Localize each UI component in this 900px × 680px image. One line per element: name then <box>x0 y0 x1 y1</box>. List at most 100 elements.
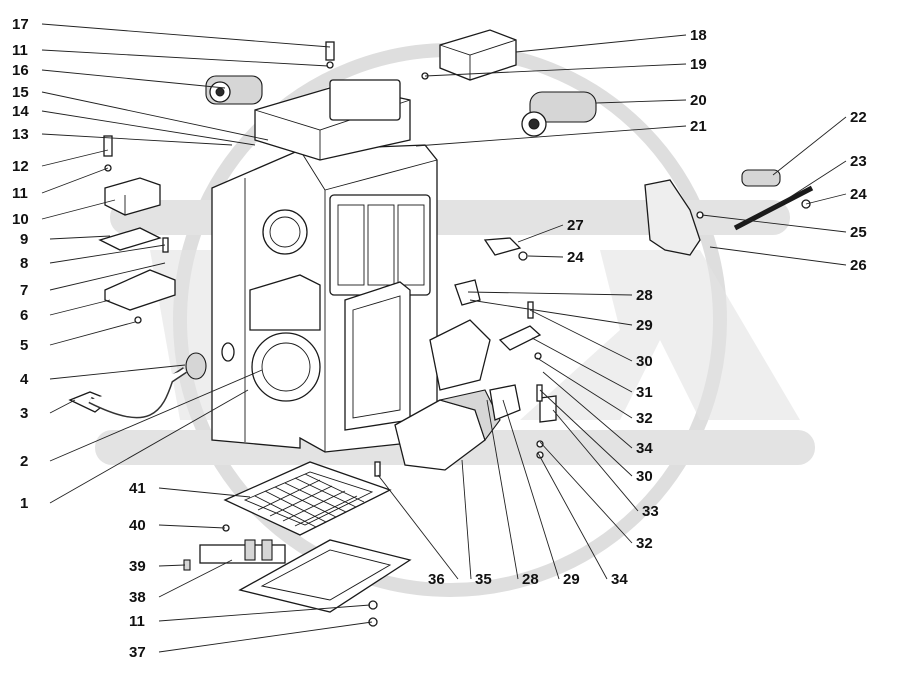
leader-line-7 <box>49 262 166 291</box>
callout-3: 3 <box>20 405 28 422</box>
leader-line-32 <box>536 357 633 419</box>
callout-28: 28 <box>636 287 653 304</box>
callout-26: 26 <box>850 257 867 274</box>
leader-line-12 <box>41 149 109 167</box>
leader-line-14 <box>41 110 256 146</box>
leader-line-41 <box>158 487 251 498</box>
leader-line-23 <box>769 160 847 211</box>
leader-line-6 <box>49 299 111 316</box>
callout-labels: 1711161514131211109876543214140393811373… <box>12 16 867 661</box>
callout-34: 34 <box>611 571 628 588</box>
callout-24: 24 <box>850 186 867 203</box>
leader-line-30 <box>529 309 633 362</box>
side-pump-assembly <box>394 279 557 471</box>
callout-30: 30 <box>636 468 653 485</box>
callout-4: 4 <box>20 371 29 388</box>
callout-11: 11 <box>129 613 145 630</box>
leader-line-15 <box>41 91 269 141</box>
leader-line-28 <box>467 291 633 296</box>
bottom-pan-assembly <box>183 461 412 627</box>
callout-6: 6 <box>20 307 28 324</box>
leader-line-22 <box>772 116 847 176</box>
callout-1: 1 <box>20 495 28 512</box>
callout-22: 22 <box>850 109 867 126</box>
leader-line-34 <box>537 452 608 580</box>
callout-8: 8 <box>20 255 28 272</box>
leader-line-25 <box>701 214 847 233</box>
leader-line-24 <box>805 193 847 205</box>
callout-31: 31 <box>636 384 653 401</box>
callout-40: 40 <box>129 517 146 534</box>
callout-16: 16 <box>12 62 29 79</box>
callout-9: 9 <box>20 231 28 248</box>
leader-line-20 <box>595 99 687 104</box>
leader-line-27 <box>517 224 564 243</box>
leader-line-31 <box>531 337 633 393</box>
pipe-assembly <box>68 342 235 419</box>
callout-7: 7 <box>20 282 28 299</box>
leader-line-37 <box>158 621 373 653</box>
callout-11: 11 <box>12 185 28 202</box>
leader-line-3 <box>49 399 76 414</box>
leader-line-24 <box>527 255 564 258</box>
leader-lines <box>41 23 847 653</box>
callout-33: 33 <box>642 503 659 520</box>
callout-10: 10 <box>12 211 29 228</box>
top-cover-assembly <box>205 41 411 161</box>
watermark-logo <box>95 43 815 597</box>
callout-29: 29 <box>563 571 580 588</box>
valve-block-20 <box>421 72 597 137</box>
callout-20: 20 <box>690 92 707 109</box>
leader-line-39 <box>158 564 186 567</box>
leader-line-19 <box>424 63 687 77</box>
main-housing <box>211 144 438 453</box>
leader-line-8 <box>49 244 166 264</box>
callout-28: 28 <box>522 571 539 588</box>
callout-13: 13 <box>12 126 29 143</box>
leader-line-34 <box>542 371 633 449</box>
leader-line-9 <box>49 235 111 240</box>
callout-29: 29 <box>636 317 653 334</box>
leader-line-29 <box>502 399 560 580</box>
callout-19: 19 <box>690 56 707 73</box>
callout-21: 21 <box>690 118 707 135</box>
leader-line-11 <box>158 604 371 622</box>
leader-line-11 <box>41 49 329 67</box>
callout-24: 24 <box>567 249 584 266</box>
leader-line-36 <box>377 474 459 580</box>
callout-25: 25 <box>850 224 867 241</box>
callout-18: 18 <box>690 27 707 44</box>
leader-line-32 <box>539 441 633 544</box>
callout-41: 41 <box>129 480 146 497</box>
callout-36: 36 <box>428 571 445 588</box>
leader-line-4 <box>49 364 186 380</box>
leader-line-1 <box>49 389 249 504</box>
leader-line-33 <box>552 409 639 512</box>
callout-38: 38 <box>129 589 146 606</box>
shift-fork-assembly <box>483 169 814 261</box>
leader-line-16 <box>41 69 226 89</box>
callout-15: 15 <box>12 84 29 101</box>
leader-line-2 <box>49 369 263 462</box>
leader-line-30 <box>539 389 633 477</box>
leader-line-35 <box>461 459 472 580</box>
valve-block-18 <box>439 29 517 81</box>
callout-14: 14 <box>12 103 29 120</box>
callout-30: 30 <box>636 353 653 370</box>
left-side-parts <box>98 135 176 324</box>
leader-line-13 <box>41 133 233 146</box>
leader-line-5 <box>49 321 136 346</box>
leader-line-11 <box>41 167 109 194</box>
callout-2: 2 <box>20 453 28 470</box>
leader-line-10 <box>41 199 116 220</box>
leader-line-28 <box>486 399 519 580</box>
callout-23: 23 <box>850 153 867 170</box>
callout-34: 34 <box>636 440 653 457</box>
callout-12: 12 <box>12 158 29 175</box>
callout-27: 27 <box>567 217 584 234</box>
callout-5: 5 <box>20 337 28 354</box>
callout-32: 32 <box>636 410 653 427</box>
leader-line-21 <box>415 125 687 147</box>
